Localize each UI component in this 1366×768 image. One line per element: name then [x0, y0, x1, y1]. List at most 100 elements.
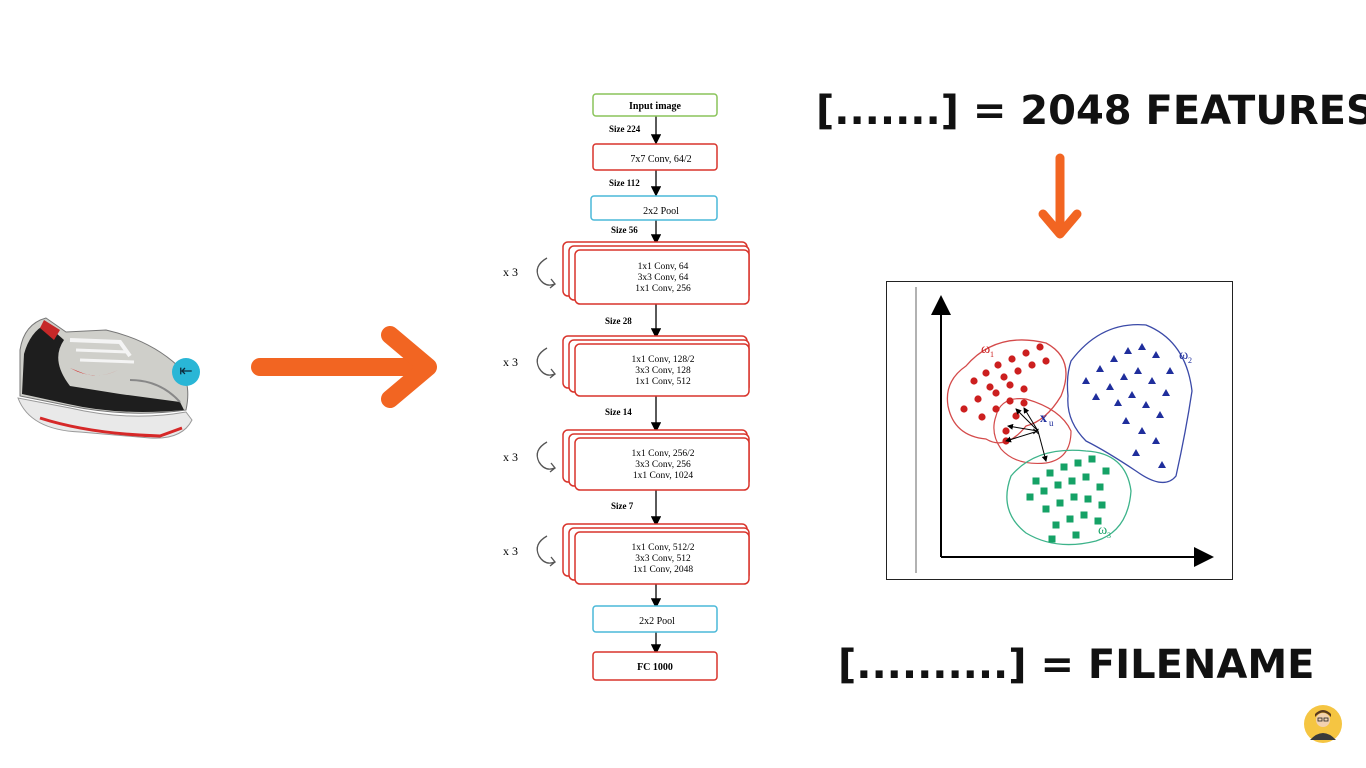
- data-point: [1152, 437, 1160, 444]
- data-point: [1026, 493, 1034, 501]
- data-point: [1032, 477, 1040, 485]
- data-point: [982, 369, 990, 377]
- back-arrow-icon[interactable]: ⇤: [172, 358, 200, 386]
- data-point: [1110, 355, 1118, 362]
- orange-down-arrow-icon: [1038, 153, 1082, 239]
- data-point: [970, 377, 978, 385]
- data-point: [1068, 477, 1076, 485]
- conv1-label: 7x7 Conv, 64/2: [630, 154, 691, 165]
- fc-box: [592, 651, 718, 681]
- data-point: [1008, 355, 1016, 363]
- data-point: [974, 395, 982, 403]
- data-point: [1120, 373, 1128, 380]
- pool2-label: 2x2 Pool: [639, 616, 675, 627]
- block-line: 1x1 Conv, 128/2: [632, 355, 695, 365]
- block-line: 1x1 Conv, 1024: [633, 471, 694, 481]
- data-point: [1156, 411, 1164, 418]
- size-label: Size 28: [605, 316, 632, 326]
- query-label: x: [1040, 411, 1047, 426]
- data-point: [1028, 361, 1036, 369]
- data-point: [1036, 343, 1044, 351]
- repeat-arrow-icon: [536, 535, 557, 567]
- cluster-2-outline: [1066, 323, 1193, 483]
- block-line: 1x1 Conv, 256: [635, 284, 691, 294]
- pool1-label: 2x2 Pool: [643, 206, 679, 217]
- residual-block-1: 1x1 Conv, 64 3x3 Conv, 64 1x1 Conv, 256: [562, 241, 750, 305]
- block-line: 3x3 Conv, 128: [635, 366, 691, 376]
- data-point: [1106, 383, 1114, 390]
- data-point: [1020, 399, 1028, 407]
- data-point: [1006, 397, 1014, 405]
- repeat-label: x 3: [503, 355, 518, 369]
- repeat-arrow-icon: [536, 441, 557, 473]
- data-point: [960, 405, 968, 413]
- residual-block-2: 1x1 Conv, 128/2 3x3 Conv, 128 1x1 Conv, …: [562, 335, 750, 397]
- block-line: 3x3 Conv, 512: [635, 554, 691, 564]
- size-label: Size 14: [605, 407, 632, 417]
- omega1-subscript: 1: [990, 350, 994, 359]
- input-layer-box: [592, 93, 718, 117]
- data-point: [1142, 401, 1150, 408]
- data-point: [1128, 391, 1136, 398]
- data-point: [1022, 349, 1030, 357]
- query-region-outline: [993, 398, 1072, 465]
- cluster-1-outline: [946, 339, 1067, 444]
- data-point: [1096, 365, 1104, 372]
- resnet-diagram: Input image Size 224 7x7 Conv, 64/2 Size…: [503, 93, 750, 681]
- size-label: Size 56: [611, 225, 638, 235]
- residual-block-4: 1x1 Conv, 512/2 3x3 Conv, 512 1x1 Conv, …: [562, 523, 750, 585]
- data-point: [1084, 495, 1092, 503]
- data-point: [1066, 515, 1074, 523]
- data-point: [1082, 473, 1090, 481]
- data-point: [1082, 377, 1090, 384]
- input-layer-label: Input image: [629, 101, 682, 112]
- data-point: [1014, 367, 1022, 375]
- data-point: [1162, 389, 1170, 396]
- data-point: [1166, 367, 1174, 374]
- omega2-label: ω: [1179, 348, 1188, 363]
- data-point: [992, 405, 1000, 413]
- size-label: Size 224: [609, 124, 641, 134]
- data-point: [1134, 367, 1142, 374]
- data-point: [1054, 481, 1062, 489]
- data-point: [1056, 499, 1064, 507]
- avatar-icon: [1304, 705, 1342, 743]
- data-point: [1138, 343, 1146, 350]
- data-point: [1042, 505, 1050, 513]
- cluster-3-outline: [1006, 449, 1132, 546]
- size-label: Size 112: [609, 178, 640, 188]
- data-point: [1088, 455, 1096, 463]
- data-point: [1148, 377, 1156, 384]
- data-point: [1052, 521, 1060, 529]
- pool2-box: [592, 605, 718, 633]
- omega3-label: ω: [1098, 523, 1107, 538]
- data-point: [1138, 427, 1146, 434]
- query-point-marker: ×: [1032, 425, 1040, 440]
- data-point: [1070, 493, 1078, 501]
- data-point: [1094, 517, 1102, 525]
- orange-right-arrow-icon: [251, 326, 437, 408]
- data-point: [1020, 385, 1028, 393]
- data-point: [1124, 347, 1132, 354]
- filename-label: [..........] = FILENAME: [838, 642, 1315, 688]
- repeat-label: x 3: [503, 450, 518, 464]
- data-point: [1060, 463, 1068, 471]
- data-point: [1040, 487, 1048, 495]
- block-line: 3x3 Conv, 256: [635, 460, 691, 470]
- data-point: [1114, 399, 1122, 406]
- data-point: [1132, 449, 1140, 456]
- data-point: [1102, 467, 1110, 475]
- block-line: 1x1 Conv, 256/2: [632, 449, 695, 459]
- data-point: [986, 383, 994, 391]
- data-point: [1002, 427, 1010, 435]
- block-line: 1x1 Conv, 2048: [633, 565, 694, 575]
- conv1-box: [592, 143, 718, 171]
- repeat-label: x 3: [503, 544, 518, 558]
- pool1-box: [590, 195, 718, 221]
- omega2-subscript: 2: [1188, 356, 1192, 365]
- data-point: [1080, 511, 1088, 519]
- data-point: [1158, 461, 1166, 468]
- omega3-subscript: 3: [1107, 531, 1111, 540]
- block-line: 1x1 Conv, 512/2: [632, 543, 695, 553]
- data-point: [1012, 412, 1020, 420]
